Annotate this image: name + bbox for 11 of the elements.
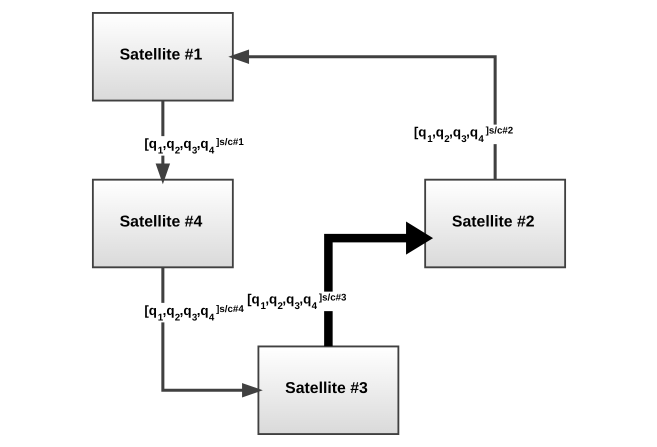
node-box: Satellite #2 <box>424 178 566 268</box>
edge-label: [q$_{1}$,q$_{2}$,q$_{3}$,q$_{4}$]s/c#2 <box>413 124 513 146</box>
node-box: Satellite #3 <box>257 346 399 435</box>
arrow <box>324 222 433 346</box>
edge-label: [q$_{1}$,q$_{2}$,q$_{3}$,q$_{4}$]s/c#4 <box>144 302 244 324</box>
node-box: Satellite #4 <box>91 178 234 268</box>
edge-label: [q$_{1}$,q$_{2}$,q$_{3}$,q$_{4}$]s/c#3 <box>246 292 346 312</box>
arrow <box>160 268 262 398</box>
arrow <box>228 49 496 180</box>
node-box: Satellite #1 <box>91 12 234 102</box>
edge-label: [q$_{1}$,q$_{2}$,q$_{3}$,q$_{4}$]s/c#1 <box>144 136 244 157</box>
